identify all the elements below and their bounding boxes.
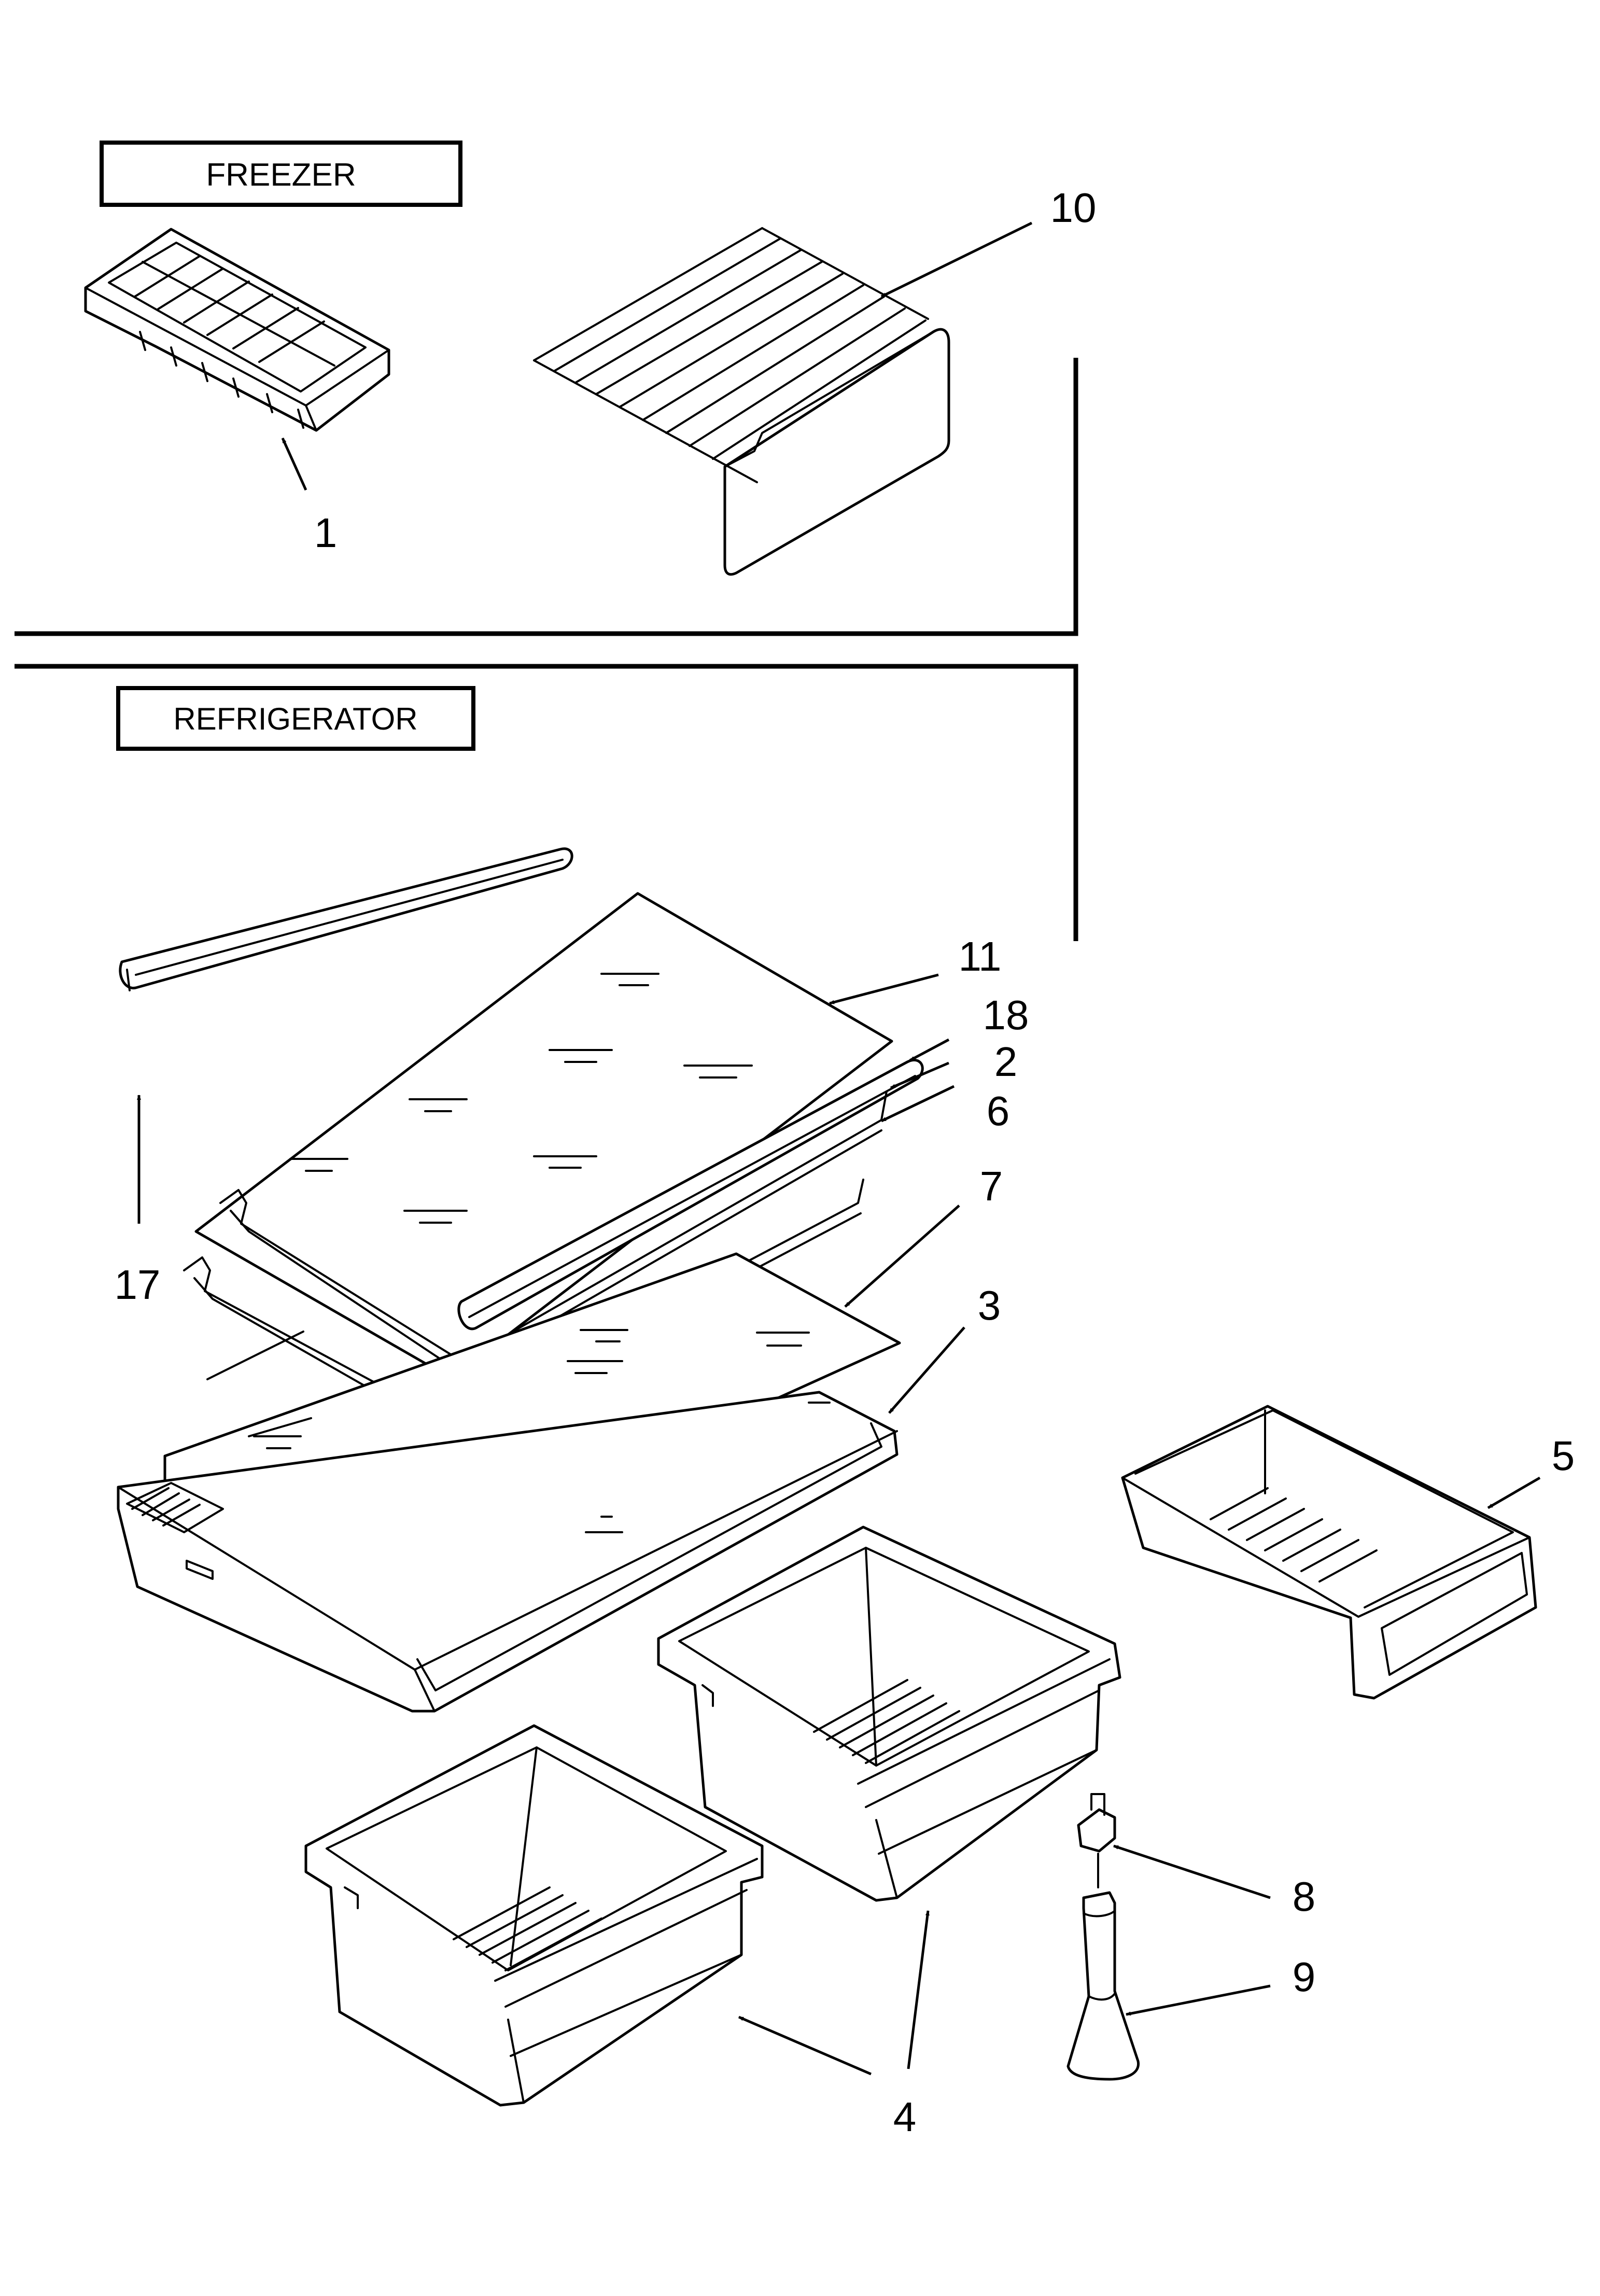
arrow-2 — [890, 1061, 949, 1089]
callout-8: 8 — [1293, 1873, 1316, 1920]
freezer-label: FREEZER — [100, 141, 462, 207]
leader-arrows — [137, 221, 1541, 2076]
arrow-9 — [1126, 1984, 1271, 2016]
callout-17: 17 — [115, 1262, 161, 1308]
arrow-4-upper — [907, 1910, 930, 2069]
drain-tube — [1066, 1853, 1140, 2081]
callout-numbers: 1 10 11 18 2 6 7 3 5 17 8 9 4 — [115, 185, 1575, 2140]
callout-1: 1 — [314, 510, 338, 556]
arrow-7 — [844, 1205, 960, 1308]
arrow-4-lower — [738, 2015, 872, 2076]
callout-5: 5 — [1552, 1433, 1575, 1479]
arrow-11 — [829, 973, 939, 1005]
crisper-drawer-lower — [304, 1724, 764, 2107]
callout-4: 4 — [893, 2094, 917, 2140]
glass-shelf — [194, 892, 893, 1380]
shelf-front-trim — [119, 847, 573, 991]
callout-11: 11 — [958, 933, 1001, 979]
callout-9: 9 — [1293, 1954, 1316, 2000]
freezer-label-text: FREEZER — [206, 157, 356, 193]
callout-7: 7 — [980, 1163, 1003, 1209]
arrow-18 — [909, 1038, 950, 1062]
callout-2: 2 — [994, 1039, 1018, 1085]
arrow-8 — [1113, 1844, 1271, 1899]
refrigerator-label: REFRIGERATOR — [116, 686, 475, 751]
crisper-drawer-upper — [657, 1525, 1121, 1902]
freezer-section-frame — [15, 358, 1078, 636]
arrow-5 — [1487, 1476, 1541, 1509]
arrow-6 — [880, 1085, 955, 1123]
freezer-wire-shelf — [533, 227, 950, 576]
drain-cap — [1077, 1793, 1116, 1853]
crisper-frame — [117, 1391, 899, 1713]
callout-10: 10 — [1050, 185, 1097, 231]
refrigerator-section-frame — [15, 664, 1078, 941]
arrow-10 — [880, 221, 1033, 298]
arrow-1 — [281, 437, 307, 491]
callout-3: 3 — [978, 1282, 1001, 1328]
callout-6: 6 — [987, 1088, 1010, 1134]
ice-cube-tray — [84, 228, 390, 432]
meat-pan — [1121, 1405, 1537, 1700]
callout-18: 18 — [983, 992, 1029, 1038]
refrigerator-label-text: REFRIGERATOR — [173, 702, 417, 736]
arrow-3 — [888, 1326, 965, 1414]
